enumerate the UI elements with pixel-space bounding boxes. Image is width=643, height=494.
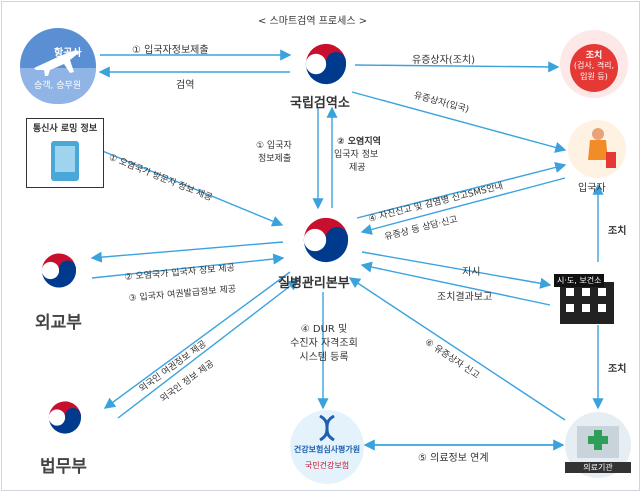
hira-label: 건강보험심사평가원 [293, 445, 361, 454]
edge-label-submit-a: ① 입국자 [256, 141, 292, 151]
edge-label-measure-entrant: 조치 [608, 226, 627, 237]
airline-node: 항공사 승객, 승무원 [20, 28, 96, 104]
telecom-label: 통신사 로밍 정보 [32, 124, 98, 134]
measures-title: 조치 [585, 51, 603, 61]
edge-label-symptom-measure: 유증상자(조치) [412, 55, 476, 66]
arrow-kcdc-to-localgov [361, 251, 552, 289]
airplane-icon [34, 50, 80, 76]
taegeuk-icon [303, 217, 349, 263]
hospital-node: 의료기관 [565, 412, 631, 478]
measures-sub2: 입원 등) [580, 72, 608, 81]
phone-icon [51, 141, 79, 181]
edge-label-instruct: 지시 [462, 267, 481, 278]
nhis-label: 국민건강보험 [304, 461, 350, 470]
edge-label-measure-hospital: 조치 [608, 364, 627, 375]
mofa-emblem [38, 250, 80, 292]
thermometer-icon [570, 44, 618, 92]
local-gov-label: 시·도, 보건소 [554, 274, 605, 287]
edge-label-report: 조치결과보고 [437, 292, 493, 303]
arrow-moj-to-kcdc [117, 279, 300, 419]
edge-label-submit: ① 입국자정보제출 [132, 45, 209, 56]
arrow-telecom-to-kcdc [99, 149, 284, 227]
edge-label-dur-b: 수진자 자격조회 [290, 338, 358, 349]
measures-node: 조치 (검사, 격리, 입원 등) [560, 30, 628, 98]
entrant-label: 입국자 [578, 183, 606, 194]
traveler-icon [588, 128, 616, 168]
edge-label-area-a: ② 오염지역 [337, 137, 381, 147]
hospital-icon [577, 426, 619, 458]
arrow-quarantine-to-measures [354, 61, 560, 73]
edge-label-dur-a: ④ DUR 및 [300, 324, 348, 335]
dna-icon [319, 414, 335, 442]
mofa-label: 외교부 [35, 313, 82, 333]
building-icon [560, 282, 614, 324]
measures-sub1: (검사, 격리, [573, 61, 615, 70]
taegeuk-icon [41, 253, 77, 288]
quarantine-label: 국립검역소 [290, 96, 350, 111]
arrow-hospital-to-kcdc [348, 277, 566, 421]
kcdc-emblem [298, 212, 354, 268]
hospital-label: 의료기관 [565, 462, 631, 473]
diagram-title: < 스마트검역 프로세스 > [258, 16, 368, 27]
arrow-mofa-to-kcdc [91, 253, 285, 279]
telecom-node: 통신사 로밍 정보 [26, 118, 104, 188]
arrow-quarantine-to-entrant [351, 91, 567, 153]
edge-label-area-b: 입국자 정보 [334, 150, 379, 160]
edge-label-link: ⑤ 의료정보 연계 [418, 453, 489, 464]
kcdc-label: 질병관리본부 [278, 276, 350, 291]
quarantine-emblem [300, 38, 352, 90]
edge-label-dur-c: 시스템 등록 [299, 352, 349, 363]
arrow-localgov-to-kcdc [360, 261, 551, 306]
entrant-node [568, 120, 626, 178]
taegeuk-icon [305, 43, 347, 85]
arrow-kcdc-to-entrant [356, 161, 567, 219]
airline-sub: 승객, 승무원 [34, 81, 82, 91]
arrow-kcdc-to-mofa [90, 241, 284, 263]
arrow-kcdc-to-moj [103, 271, 291, 409]
arrow-entrant-to-kcdc [360, 177, 566, 235]
airline-name: 항공사 [54, 48, 82, 59]
local-gov-node: 시·도, 보건소 [552, 268, 622, 324]
edge-label-check: 검역 [176, 80, 195, 91]
moj-label: 법무부 [40, 457, 87, 477]
moj-emblem [45, 398, 85, 438]
edge-label-area-c: 제공 [349, 163, 366, 173]
hira-node: 건강보험심사평가원 국민건강보험 [290, 410, 364, 484]
edge-label-submit-b: 정보제출 [258, 154, 292, 164]
taegeuk-icon [48, 401, 82, 434]
